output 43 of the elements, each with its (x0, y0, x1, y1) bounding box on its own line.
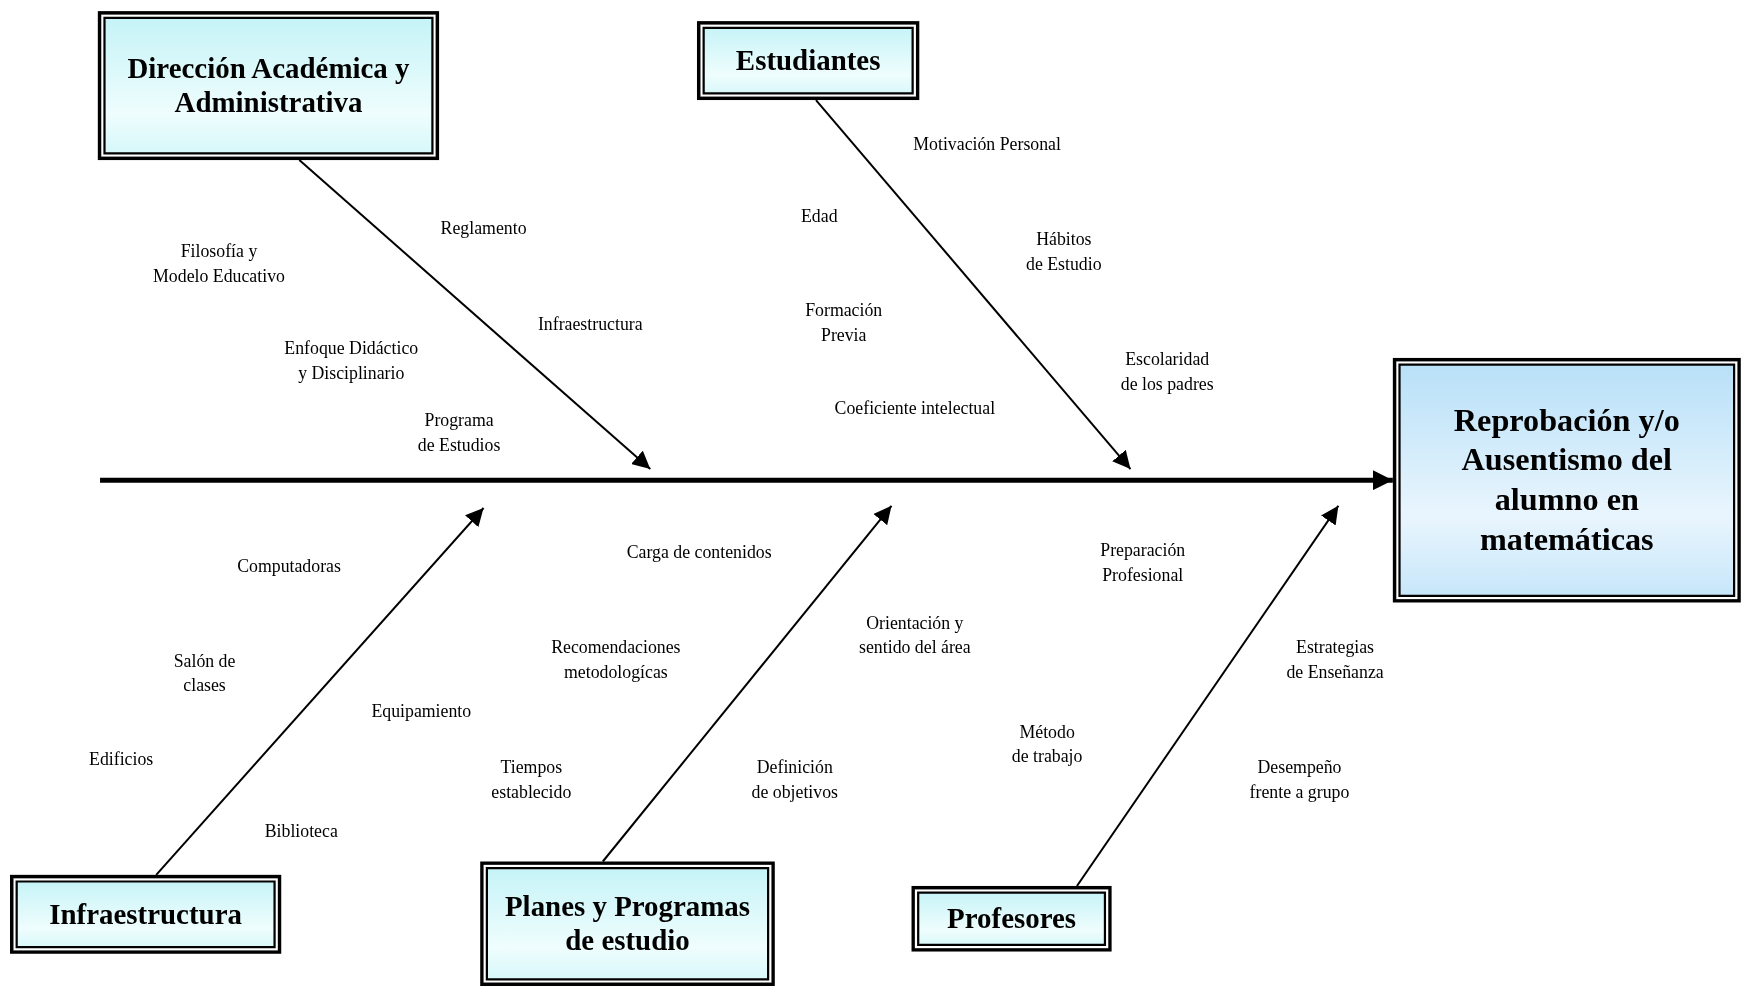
cause-label: Coeficiente intelectual (834, 397, 996, 420)
branch-arrow (1075, 504, 1340, 887)
cause-label: Recomendaciones metodologícas (550, 636, 682, 684)
category-box (480, 861, 775, 986)
cause-label: Reglamento (440, 217, 527, 240)
category-box (697, 21, 920, 101)
cause-label: Infraestructura (537, 313, 643, 336)
branch-arrow (298, 159, 652, 471)
cause-label: Hábitos de Estudio (1025, 228, 1103, 276)
branch-arrow (601, 504, 893, 863)
branch-arrow (814, 99, 1132, 471)
cause-label: Computadoras (237, 555, 341, 578)
spine-arrow (100, 470, 1393, 491)
category-title: Planes y Programas de estudio (503, 889, 752, 959)
cause-label: Estrategias de Enseñanza (1285, 636, 1385, 684)
cause-label: Motivación Personal (913, 133, 1061, 156)
cause-label: Método de trabajo (1011, 721, 1083, 768)
category-title: Profesores (947, 901, 1077, 937)
cause-label: Carga de contenidos (626, 541, 772, 564)
cause-label: Desempeño frente a grupo (1248, 756, 1351, 804)
cause-label: Preparación Profesional (1099, 539, 1187, 587)
category-title: Dirección Académica y Administrativa (126, 51, 411, 121)
cause-label: Filosofía y Modelo Educativo (152, 240, 286, 288)
effect-box (1392, 357, 1741, 603)
cause-label: Escolaridad de los padres (1119, 348, 1215, 396)
cause-label: Definición de objetivos (750, 756, 839, 804)
category-title: Estudiantes (735, 43, 881, 78)
category-box (97, 11, 440, 161)
branch-arrow (155, 507, 485, 876)
cause-label: Formación Previa (804, 299, 884, 347)
category-box (10, 874, 282, 954)
cause-label: Equipamiento (371, 700, 472, 723)
category-box (911, 885, 1112, 952)
category-title: Infraestructura (49, 897, 242, 932)
cause-label: Programa de Estudios (416, 409, 502, 457)
cause-label: Salón de clases (172, 649, 237, 697)
cause-label: Tiempos establecido (490, 756, 573, 804)
cause-label: Edificios (89, 748, 154, 770)
effect-title: Reprobación y/o Ausentismo del alumno en matemáticas (1452, 401, 1681, 559)
cause-label: Orientación y sentido del área (858, 612, 972, 659)
cause-label: Enfoque Didáctico y Disciplinario (283, 337, 420, 385)
cause-label: Edad (801, 205, 838, 228)
cause-label: Biblioteca (264, 820, 338, 843)
